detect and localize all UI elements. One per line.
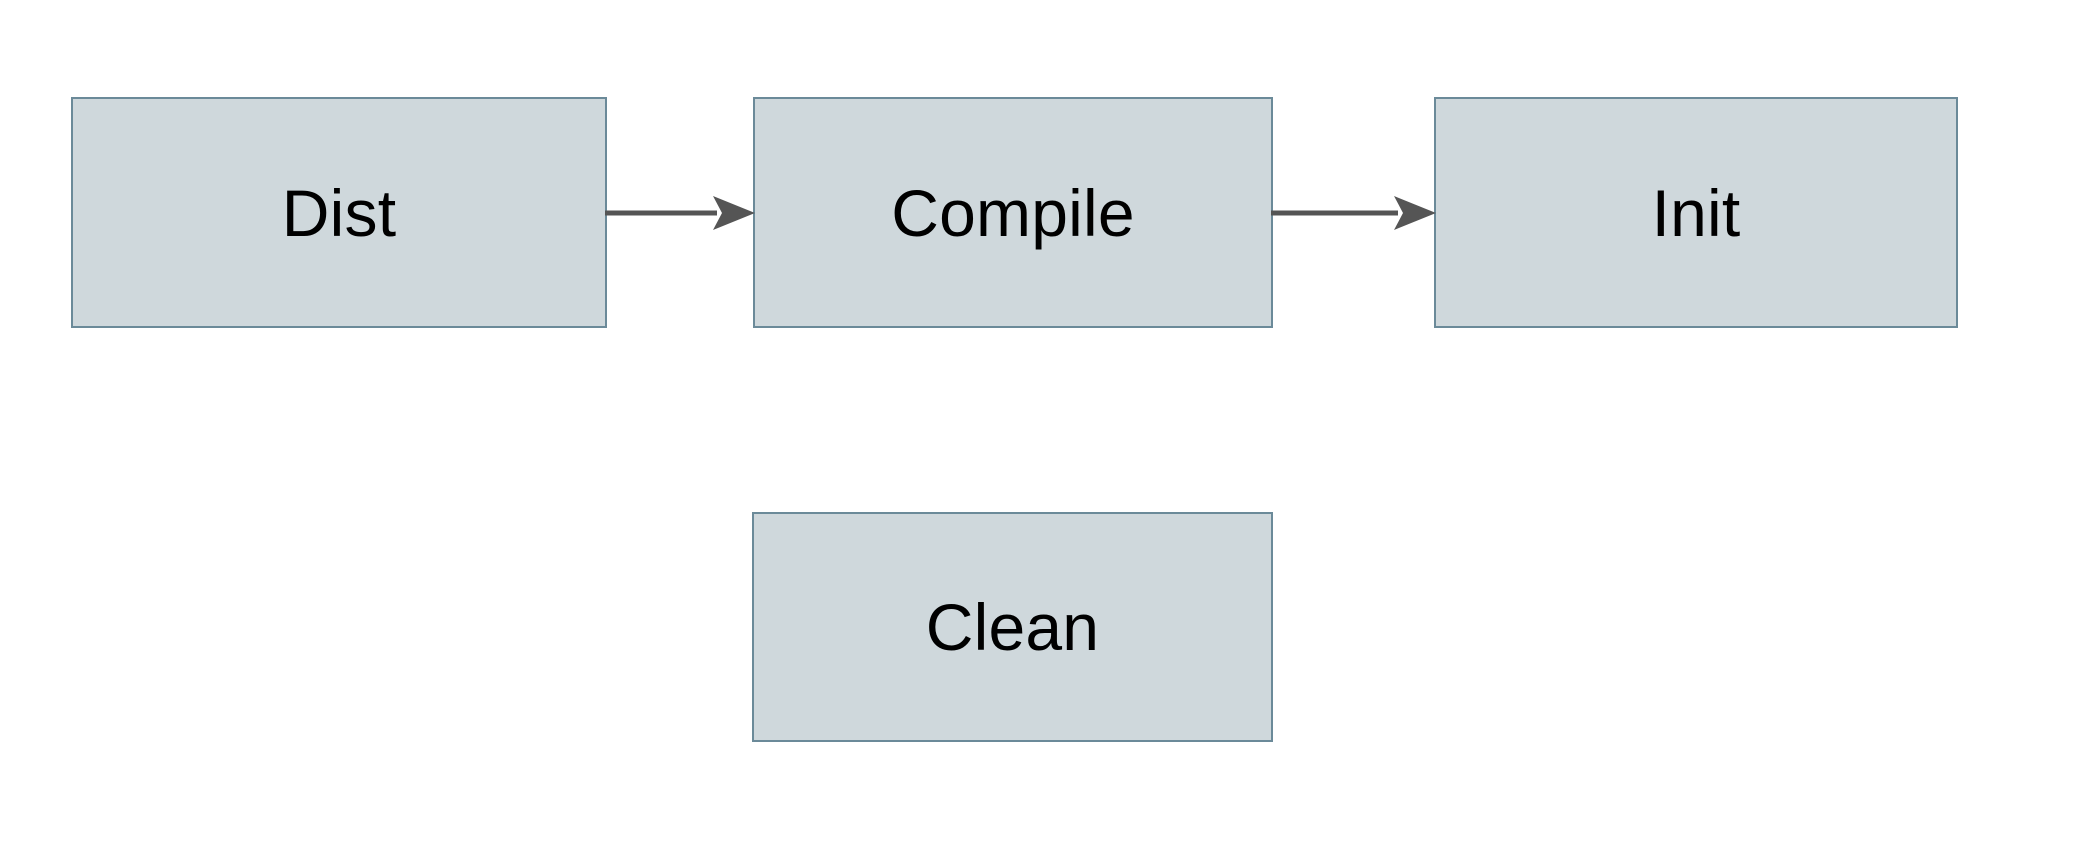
node-init[interactable]: Init xyxy=(1434,97,1958,328)
edge-dist-to-compile-svg xyxy=(605,196,755,230)
arrowhead-icon xyxy=(713,196,755,230)
edge-dist-to-compile[interactable] xyxy=(605,193,755,233)
node-compile-label: Compile xyxy=(891,175,1135,250)
node-dist-label: Dist xyxy=(281,175,397,250)
node-dist[interactable]: Dist xyxy=(71,97,607,328)
arrowhead-icon xyxy=(1394,196,1436,230)
node-clean-label: Clean xyxy=(925,590,1100,664)
node-init-label: Init xyxy=(1651,175,1741,250)
node-clean[interactable]: Clean xyxy=(752,512,1273,742)
node-compile[interactable]: Compile xyxy=(753,97,1273,328)
edge-compile-to-init-svg xyxy=(1271,196,1436,230)
edge-compile-to-init[interactable] xyxy=(1271,193,1436,233)
